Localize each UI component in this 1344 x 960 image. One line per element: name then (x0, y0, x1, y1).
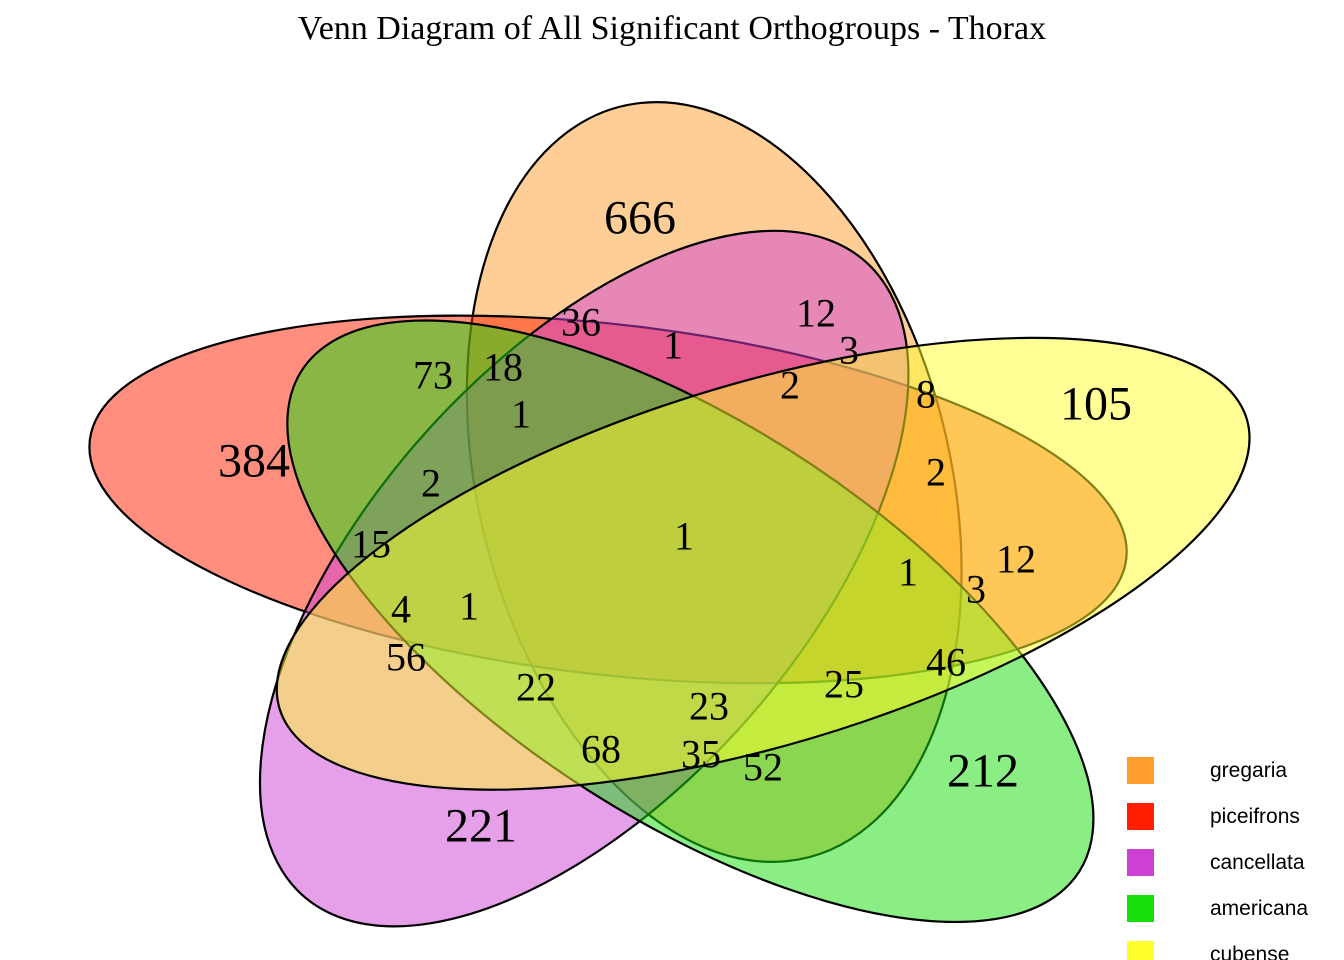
region-count-gregaria-piceifrons-cancellata-americana: 1 (459, 584, 479, 629)
legend-swatch-cancellata (1127, 849, 1154, 876)
region-count-gregaria-cancellata-cubense: 3 (839, 328, 859, 373)
region-count-cancellata-americana: 52 (743, 745, 783, 790)
legend-item-americana: americana (1127, 895, 1308, 922)
legend-swatch-cubense (1127, 941, 1154, 960)
legend-item-piceifrons: piceifrons (1127, 803, 1300, 830)
region-count-cancellata-cubense: 8 (916, 372, 936, 417)
region-count-gregaria-americana-cubense: 2 (926, 450, 946, 495)
region-count-americana: 212 (947, 745, 1019, 798)
legend-label-gregaria: gregaria (1210, 758, 1288, 782)
region-count-gregaria-americana: 36 (561, 300, 601, 345)
region-count-gregaria-cancellata: 68 (581, 727, 621, 772)
legend-label-cubense: cubense (1210, 942, 1290, 960)
chart-title: Venn Diagram of All Significant Orthogro… (297, 10, 1047, 47)
region-count-piceifrons-cancellata-americana-cubense: 23 (689, 684, 729, 729)
legend-swatch-piceifrons (1127, 803, 1154, 830)
legend-item-cubense: cubense (1127, 941, 1289, 960)
region-count-gregaria-piceifrons-cancellata: 2 (421, 461, 441, 506)
region-count-gregaria: 666 (604, 192, 676, 245)
region-count-piceifrons-americana: 46 (926, 640, 966, 685)
legend-label-piceifrons: piceifrons (1210, 804, 1300, 828)
region-count-gregaria-piceifrons-cancellata-americana-cubense: 1 (674, 514, 694, 559)
region-count-gregaria-cancellata-americana-cubense: 1 (898, 550, 918, 595)
venn-ellipses (50, 79, 1340, 960)
region-count-piceifrons-cancellata-americana: 22 (516, 665, 556, 710)
region-count-piceifrons-cubense: 15 (351, 522, 391, 567)
region-count-piceifrons-cancellata-cubense: 4 (391, 587, 411, 632)
region-count-gregaria-piceifrons: 73 (413, 353, 453, 398)
region-count-piceifrons-cancellata: 56 (386, 635, 426, 680)
region-count-piceifrons: 384 (218, 435, 290, 488)
legend-item-cancellata: cancellata (1127, 849, 1305, 876)
legend-swatch-americana (1127, 895, 1154, 922)
region-count-cubense: 105 (1060, 378, 1132, 431)
region-count-gregaria-cubense: 12 (796, 291, 836, 336)
region-count-gregaria-cancellata-americana: 35 (681, 732, 721, 777)
legend-label-americana: americana (1210, 896, 1309, 920)
region-count-cancellata: 221 (445, 800, 517, 853)
region-count-piceifrons-americana-cubense: 3 (966, 567, 986, 612)
region-count-gregaria-piceifrons-americana: 18 (483, 345, 523, 390)
legend-item-gregaria: gregaria (1127, 757, 1287, 784)
region-count-gregaria-piceifrons-cubense: 1 (663, 323, 683, 368)
legend-label-cancellata: cancellata (1210, 850, 1305, 874)
region-count-gregaria-piceifrons-cancellata-cubense: 1 (511, 392, 531, 437)
legend-swatch-gregaria (1127, 757, 1154, 784)
region-count-americana-cubense: 12 (996, 537, 1036, 582)
region-count-cancellata-americana-cubense: 25 (824, 662, 864, 707)
region-count-gregaria-piceifrons-americana-cubense: 2 (780, 363, 800, 408)
ellipse-cubense (187, 244, 1340, 883)
